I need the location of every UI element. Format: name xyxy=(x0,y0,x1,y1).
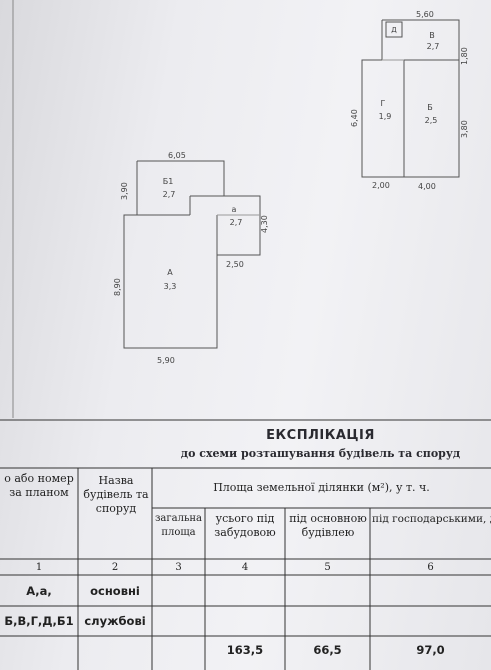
area-v: 2,7 xyxy=(427,42,440,51)
label-b1: Б1 xyxy=(163,177,174,186)
column-number-5: 5 xyxy=(324,562,331,573)
explication-subtitle: до схеми розташування будівель та споруд xyxy=(180,447,461,460)
header-building-name: Назва будівель та споруд xyxy=(83,474,149,515)
dim-v-height: 1,80 xyxy=(460,47,469,65)
dim-bottom-width: 5,90 xyxy=(157,356,175,365)
dim-right-top-width: 5,60 xyxy=(416,10,434,19)
column-number-6: 6 xyxy=(427,562,434,573)
dim-b-height: 3,80 xyxy=(460,120,469,138)
header-built-area: усього під забудовою xyxy=(214,512,276,539)
column-number-2: 2 xyxy=(111,562,119,573)
row2-plan-id: Б,В,Г,Д,Б1 xyxy=(4,614,74,628)
header-auxiliary-area: під господарськими, допоміжними будівлям… xyxy=(372,513,491,525)
label-g: Г xyxy=(381,99,386,108)
column-number-4: 4 xyxy=(241,562,249,573)
dim-a-small-height: 4,30 xyxy=(260,215,269,233)
label-v: В xyxy=(429,31,435,40)
column-number-1: 1 xyxy=(35,562,43,573)
dim-a-height: 8,90 xyxy=(113,278,122,296)
area-b1: 2,7 xyxy=(163,190,176,199)
total-auxiliary-area: 97,0 xyxy=(416,643,445,657)
dim-b1-height: 3,90 xyxy=(120,182,129,200)
header-main-building-area: під основною будівлею xyxy=(289,512,367,539)
column-number-3: 3 xyxy=(175,562,182,573)
area-a: 3,3 xyxy=(164,282,177,291)
total-built-area: 163,5 xyxy=(226,643,264,657)
label-b: Б xyxy=(427,103,433,112)
header-area-group: Площа земельної ділянки (м²), у т. ч. xyxy=(213,481,430,494)
dim-top-width: 6,05 xyxy=(168,151,186,160)
dim-g-height: 6,40 xyxy=(350,109,359,127)
dim-a-small-width: 2,50 xyxy=(226,260,244,269)
area-g: 1,9 xyxy=(379,112,392,121)
total-main-building-area: 66,5 xyxy=(313,643,342,657)
label-a: А xyxy=(167,268,173,277)
explication-title: ЕКСПЛІКАЦІЯ xyxy=(266,428,375,443)
header-plan-number: о або номер за планом xyxy=(4,472,74,499)
header-total-area: загальна площа xyxy=(154,513,203,538)
area-b: 2,5 xyxy=(425,116,438,125)
label-a-small: а xyxy=(232,205,237,214)
row1-building-name: основні xyxy=(90,584,140,598)
area-a-small: 2,7 xyxy=(230,218,243,227)
outbuilding-d xyxy=(385,21,403,38)
dim-b-width: 4,00 xyxy=(418,182,436,191)
row1-plan-id: А,а, xyxy=(26,584,52,598)
site-sketch: 6,05 3,90 Б1 2,7 а 2,7 4,30 2,50 8,90 А … xyxy=(12,0,469,418)
dim-g-width: 2,00 xyxy=(372,181,390,190)
label-d: Д xyxy=(391,26,397,34)
row2-building-name: службові xyxy=(84,614,146,628)
